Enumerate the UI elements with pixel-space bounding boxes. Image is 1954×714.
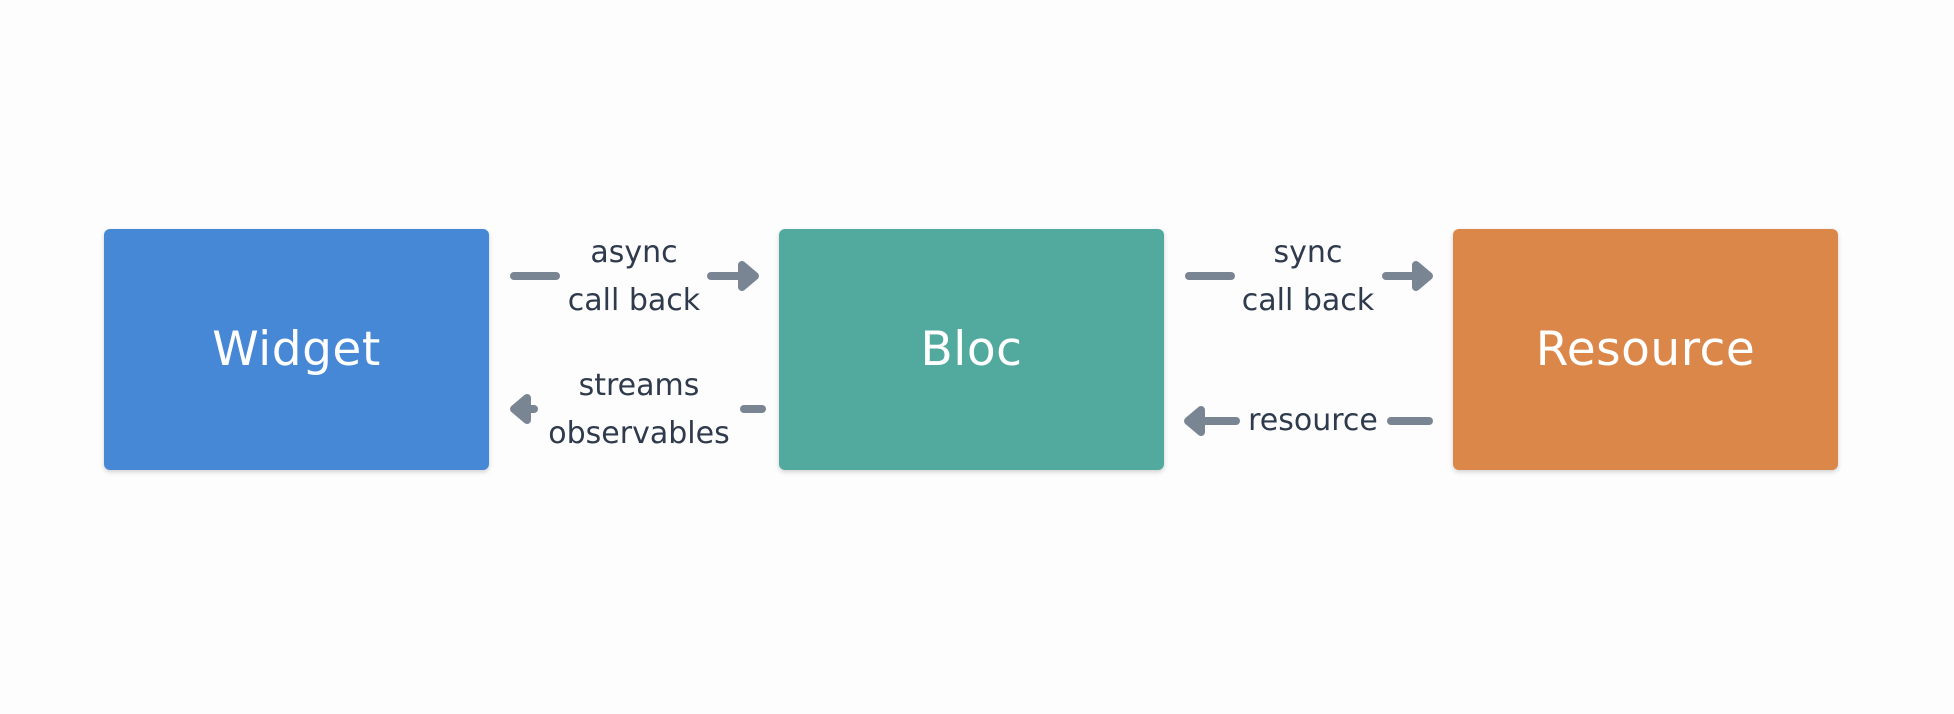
edge-label-line: resource bbox=[1248, 403, 1378, 438]
bloc-node-label: Bloc bbox=[920, 322, 1023, 377]
arrow-bloc-to-widget-head bbox=[510, 394, 531, 424]
arrow-bloc-to-resource-head bbox=[1412, 261, 1433, 291]
resource-node-label: Resource bbox=[1535, 322, 1756, 377]
edge-label-streams-observables: streams observables bbox=[539, 362, 739, 458]
widget-node-label: Widget bbox=[212, 322, 381, 377]
edge-label-sync-call-back: sync call back bbox=[1238, 229, 1378, 325]
resource-node: Resource bbox=[1453, 229, 1838, 470]
arrow-resource-to-bloc-head bbox=[1184, 406, 1205, 436]
bloc-node: Bloc bbox=[779, 229, 1164, 470]
arrow-widget-to-bloc-head bbox=[738, 261, 759, 291]
edge-label-line: sync bbox=[1273, 235, 1343, 270]
edge-label-async-call-back: async call back bbox=[564, 229, 704, 325]
edge-label-line: call back bbox=[1241, 283, 1375, 318]
widget-node: Widget bbox=[104, 229, 489, 470]
edge-label-resource: resource bbox=[1238, 397, 1388, 445]
edge-label-line: observables bbox=[548, 416, 730, 451]
edge-label-line: async bbox=[590, 235, 678, 270]
edge-label-line: streams bbox=[578, 368, 700, 403]
edge-label-line: call back bbox=[567, 283, 701, 318]
